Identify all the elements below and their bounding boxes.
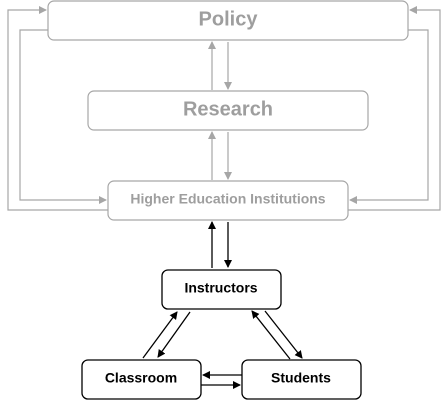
edges-muted [7,6,441,211]
node-research-box [87,90,369,131]
node-research[interactable]: Research [87,90,369,131]
node-classroom-label: Classroom [105,370,177,386]
node-policy-label: Policy [199,8,259,30]
node-institutions-box [107,180,349,221]
node-classroom-box [81,359,202,400]
edges-active [142,221,303,389]
node-students-label: Students [271,370,331,386]
node-classroom[interactable]: Classroom [81,359,202,400]
edge-institutions-to-policy-right [348,6,441,211]
node-students[interactable]: Students [241,359,362,400]
edge-institutions-to-policy-left [7,6,108,211]
node-instructors[interactable]: Instructors [161,269,282,310]
node-instructors-box [161,269,282,310]
node-students-box [241,359,362,400]
edge-instructors-to-students [264,310,303,359]
edge-instructors-to-classroom [157,311,191,358]
node-institutions-label: Higher Education Institutions [130,191,325,207]
edge-policy-to-institutions-right [349,29,429,204]
node-institutions[interactable]: Higher Education Institutions [107,180,349,221]
node-policy[interactable]: Policy [47,0,409,41]
edge-classroom-to-instructors [142,311,178,359]
node-research-label: Research [183,98,273,120]
edge-students-to-instructors [251,310,291,360]
node-instructors-label: Instructors [184,280,257,296]
edge-policy-to-institutions-left [19,29,107,204]
node-policy-box [47,0,409,41]
